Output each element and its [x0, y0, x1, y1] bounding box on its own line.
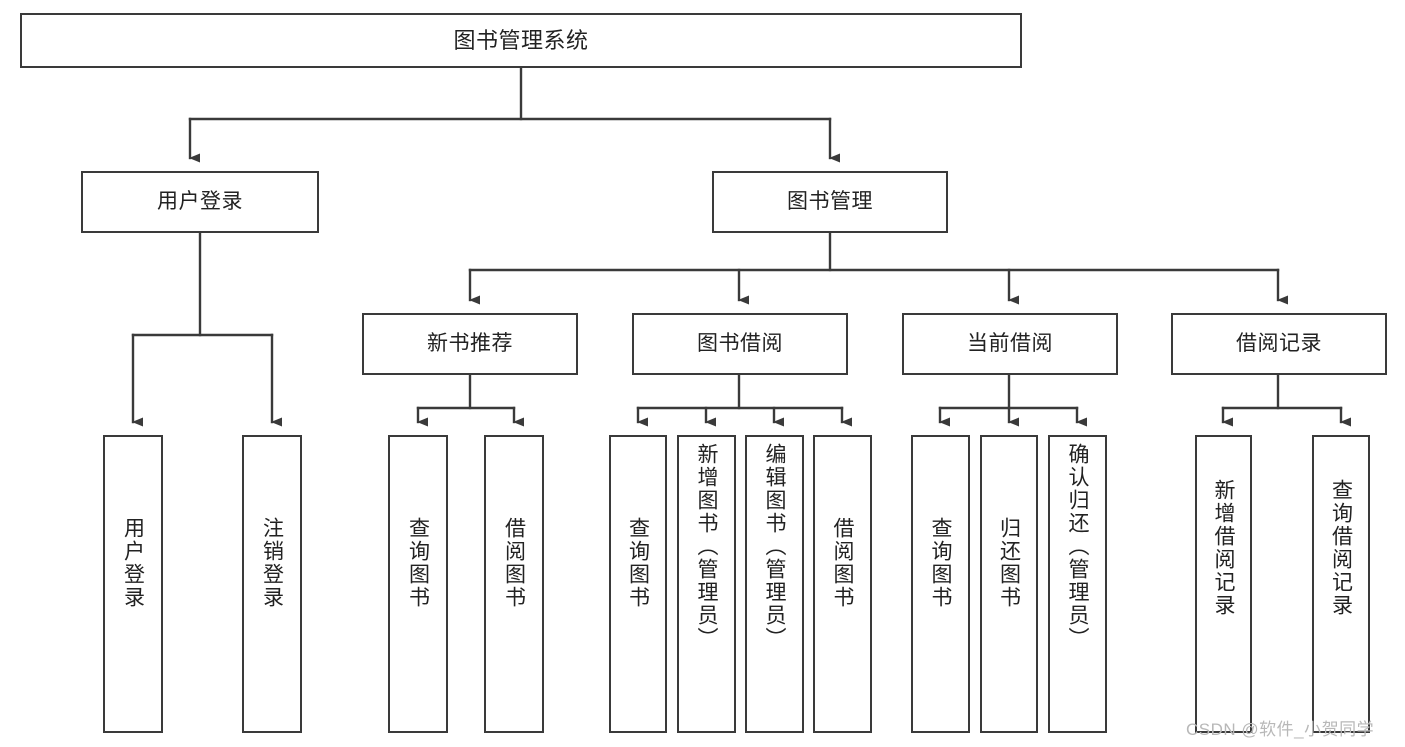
node-leaf-query-book-borrow-label: 查询图书 [626, 517, 650, 609]
node-leaf-borrow-book-recommend[interactable]: 借阅图书 [484, 435, 544, 733]
node-leaf-query-book-current-label: 查询图书 [929, 517, 952, 609]
node-leaf-return-book[interactable]: 归还图书 [980, 435, 1038, 733]
node-borrow-record[interactable]: 借阅记录 [1171, 313, 1387, 375]
node-leaf-return-book-label: 归还图书 [997, 517, 1021, 609]
node-leaf-query-borrow-record[interactable]: 查询借阅记录 [1312, 435, 1370, 733]
node-leaf-borrow-book-recommend-label: 借阅图书 [502, 517, 526, 609]
node-book-borrow[interactable]: 图书借阅 [632, 313, 848, 375]
node-new-book-recommend-label: 新书推荐 [427, 331, 513, 355]
node-leaf-add-borrow-record-label: 新增借阅记录 [1212, 479, 1235, 617]
node-leaf-add-book-admin-label: 新增图书（管理员） [695, 443, 718, 650]
node-leaf-logout[interactable]: 注销登录 [242, 435, 302, 733]
node-leaf-borrow-book-label: 借阅图书 [831, 517, 854, 609]
node-leaf-query-book-recommend-label: 查询图书 [406, 517, 430, 609]
node-leaf-add-borrow-record[interactable]: 新增借阅记录 [1195, 435, 1252, 733]
node-leaf-query-borrow-record-label: 查询借阅记录 [1329, 479, 1353, 617]
node-book-management[interactable]: 图书管理 [712, 171, 948, 233]
node-leaf-edit-book-admin-label: 编辑图书（管理员） [763, 443, 786, 650]
node-leaf-user-login-label: 用户登录 [121, 517, 145, 609]
node-leaf-edit-book-admin[interactable]: 编辑图书（管理员） [745, 435, 804, 733]
node-user-login-label: 用户登录 [157, 189, 243, 213]
node-root-system[interactable]: 图书管理系统 [20, 13, 1022, 68]
csdn-watermark: CSDN @软件_小贺同学 [1186, 720, 1375, 739]
node-current-borrow-label: 当前借阅 [967, 331, 1053, 355]
node-root-system-label: 图书管理系统 [453, 27, 589, 53]
node-leaf-logout-label: 注销登录 [260, 517, 284, 609]
node-leaf-add-book-admin[interactable]: 新增图书（管理员） [677, 435, 736, 733]
node-leaf-query-book-current[interactable]: 查询图书 [911, 435, 970, 733]
node-leaf-confirm-return-admin[interactable]: 确认归还（管理员） [1048, 435, 1107, 733]
node-new-book-recommend[interactable]: 新书推荐 [362, 313, 578, 375]
node-book-management-label: 图书管理 [787, 189, 873, 213]
node-current-borrow[interactable]: 当前借阅 [902, 313, 1118, 375]
node-leaf-confirm-return-admin-label: 确认归还（管理员） [1066, 443, 1089, 650]
node-book-borrow-label: 图书借阅 [697, 331, 783, 355]
node-user-login[interactable]: 用户登录 [81, 171, 319, 233]
node-leaf-borrow-book[interactable]: 借阅图书 [813, 435, 872, 733]
node-leaf-query-book-borrow[interactable]: 查询图书 [609, 435, 667, 733]
node-leaf-query-book-recommend[interactable]: 查询图书 [388, 435, 448, 733]
node-leaf-user-login[interactable]: 用户登录 [103, 435, 163, 733]
node-borrow-record-label: 借阅记录 [1236, 331, 1322, 355]
